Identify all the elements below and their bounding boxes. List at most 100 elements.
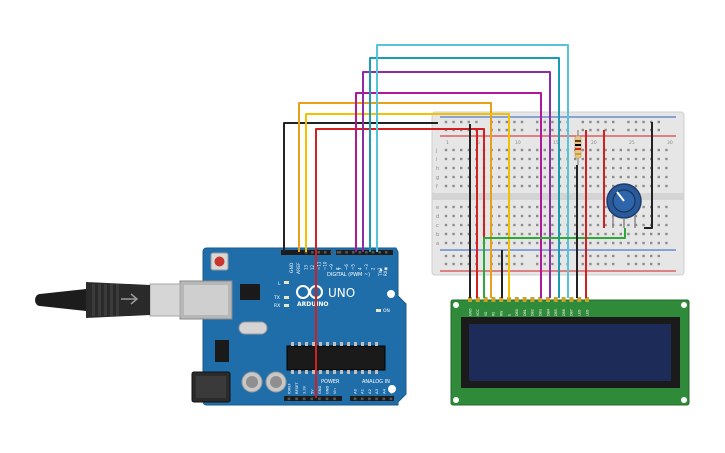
lcd-pin-label: LED (585, 309, 589, 316)
analog-pin[interactable] (353, 397, 357, 401)
rail-hole (513, 120, 516, 124)
digital-pin[interactable] (304, 251, 308, 254)
terminal-hole (634, 184, 638, 188)
lcd-pin[interactable] (538, 297, 543, 302)
lcd-pin[interactable] (546, 297, 550, 302)
col-number-10: 10 (515, 140, 521, 146)
digital-pin[interactable] (317, 251, 321, 254)
lcd-pin[interactable] (569, 297, 574, 302)
rail-hole (596, 120, 600, 124)
digital-header-title: DIGITAL (PWM ~) (327, 272, 370, 278)
row-letter-d: d (436, 214, 439, 220)
lcd-pin[interactable] (561, 297, 566, 302)
digital-pin[interactable] (311, 251, 314, 254)
terminal-hole (536, 148, 539, 152)
digital-pin[interactable] (358, 251, 362, 254)
usb-b-port-inner (184, 285, 228, 315)
lcd-pin[interactable] (507, 297, 511, 302)
lcd-pin[interactable] (514, 297, 519, 302)
terminal-hole (543, 184, 546, 188)
digital-pin[interactable] (378, 251, 381, 254)
lcd-pin[interactable] (475, 297, 480, 302)
power-pin[interactable] (310, 397, 314, 401)
analog-pin[interactable] (389, 397, 393, 401)
analog-pin[interactable] (375, 397, 378, 401)
rail-hole (551, 120, 554, 124)
wire-red-5v (315, 128, 485, 398)
terminal-hole (520, 166, 524, 170)
reset-button-cap[interactable] (214, 256, 225, 267)
terminal-hole (665, 232, 668, 236)
rail-hole (612, 120, 615, 124)
lcd-pin[interactable] (577, 297, 582, 302)
resistor (574, 130, 582, 165)
analog-pin[interactable] (382, 397, 386, 401)
rail-hole (634, 262, 638, 266)
lcd-pin-label: RW (500, 310, 504, 316)
rail-hole (513, 254, 516, 258)
wires (283, 44, 653, 398)
rail-hole (612, 262, 615, 266)
rail-hole (452, 262, 455, 266)
terminal-hole (528, 223, 531, 227)
terminal-hole (634, 232, 638, 236)
terminal-hole (528, 175, 531, 179)
power-pin[interactable] (287, 397, 291, 401)
terminal-hole (627, 241, 630, 245)
lcd-screen (469, 324, 671, 381)
terminal-hole (543, 214, 546, 218)
power-pin[interactable] (325, 397, 329, 401)
power-pin[interactable] (333, 397, 336, 401)
terminal-hole (498, 175, 501, 179)
digital-pin[interactable] (336, 251, 340, 254)
digital-pin[interactable] (330, 251, 333, 254)
analog-pin[interactable] (360, 397, 364, 401)
digital-pin[interactable] (371, 251, 375, 254)
terminal-hole (604, 232, 607, 236)
terminal-hole (589, 157, 592, 161)
potentiometer[interactable] (606, 183, 642, 228)
digital-pin[interactable] (365, 251, 368, 254)
lcd-pin[interactable] (530, 297, 535, 302)
terminal-hole (581, 232, 584, 236)
terminal-hole (657, 148, 660, 152)
terminal-hole (505, 232, 508, 236)
power-pin[interactable] (302, 397, 306, 401)
lcd-pin[interactable] (585, 297, 589, 302)
terminal-hole (627, 175, 630, 179)
lcd-pin[interactable] (499, 297, 504, 302)
terminal-hole (444, 223, 448, 227)
power-pin[interactable] (295, 397, 298, 401)
digital-pin[interactable] (384, 251, 388, 254)
usb-cable-strain-relief (40, 289, 86, 311)
terminal-hole (596, 175, 600, 179)
digital-pin[interactable] (323, 251, 327, 254)
lcd-pin[interactable] (483, 297, 488, 302)
wire-teal-d3 (369, 57, 560, 298)
terminal-hole (452, 205, 455, 209)
terminal-hole (619, 232, 622, 236)
terminal-hole (551, 232, 554, 236)
terminal-hole (551, 148, 554, 152)
lcd-pin[interactable] (491, 297, 496, 302)
row-letter-h: h (436, 166, 439, 172)
lcd-pin[interactable] (468, 297, 472, 302)
digital-pin[interactable] (351, 251, 355, 254)
terminal-hole (444, 166, 448, 170)
rail-hole (642, 128, 645, 132)
terminal-hole (634, 223, 638, 227)
digital-pin[interactable] (338, 251, 342, 254)
terminal-hole (520, 157, 524, 161)
rail-hole (498, 120, 501, 124)
terminal-hole (612, 241, 615, 245)
terminal-hole (619, 148, 622, 152)
terminal-hole (634, 148, 638, 152)
rail-hole (520, 254, 524, 258)
analog-pin[interactable] (368, 397, 371, 401)
row-letter-g: g (436, 175, 439, 181)
lcd-pin[interactable] (553, 297, 558, 302)
lcd-pin[interactable] (522, 297, 527, 302)
digital-pin[interactable] (345, 251, 348, 254)
power-pin[interactable] (318, 397, 321, 401)
